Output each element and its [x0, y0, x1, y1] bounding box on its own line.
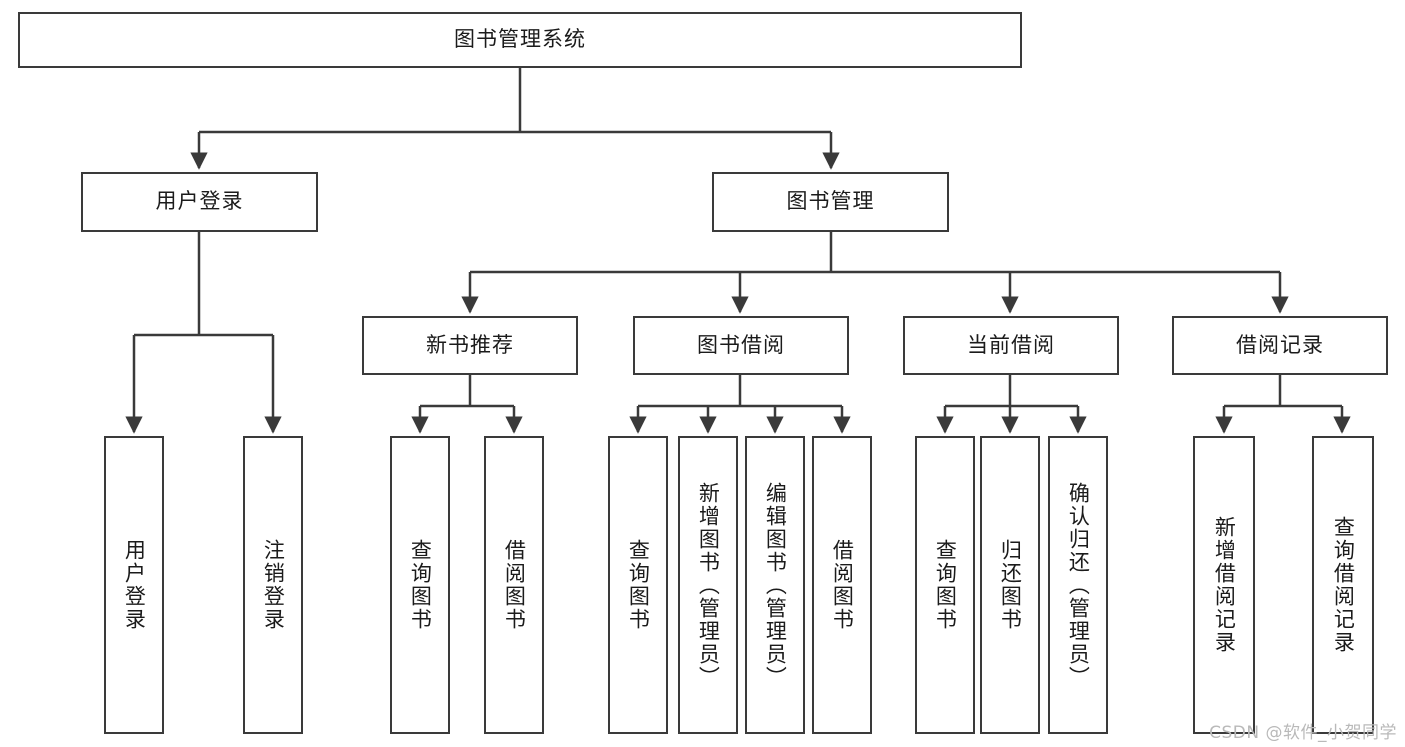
node-leaf-query-book-2[interactable]: 查询图书	[608, 436, 668, 734]
node-leaf-return-book[interactable]: 归还图书	[980, 436, 1040, 734]
node-book-manage[interactable]: 图书管理	[712, 172, 949, 232]
node-leaf-confirm-return-label: 确认归还（管理员）	[1066, 481, 1091, 689]
node-leaf-query-book-3-label: 查询图书	[933, 539, 958, 631]
node-leaf-add-book-label: 新增图书（管理员）	[696, 481, 721, 689]
node-current-borrow[interactable]: 当前借阅	[903, 316, 1119, 375]
node-leaf-query-record[interactable]: 查询借阅记录	[1312, 436, 1374, 734]
node-user-login-label: 用户登录	[155, 189, 244, 214]
node-leaf-return-book-label: 归还图书	[998, 539, 1023, 631]
node-leaf-borrow-book-2[interactable]: 借阅图书	[812, 436, 872, 734]
node-leaf-confirm-return[interactable]: 确认归还（管理员）	[1048, 436, 1108, 734]
node-leaf-edit-book-label: 编辑图书（管理员）	[763, 481, 788, 689]
node-leaf-logout-login-label: 注销登录	[261, 539, 286, 631]
node-book-borrow-label: 图书借阅	[697, 332, 785, 357]
node-book-manage-label: 图书管理	[786, 189, 875, 214]
node-leaf-add-book[interactable]: 新增图书（管理员）	[678, 436, 738, 734]
node-leaf-borrow-book-1[interactable]: 借阅图书	[484, 436, 544, 734]
node-user-login[interactable]: 用户登录	[81, 172, 318, 232]
node-current-borrow-label: 当前借阅	[967, 332, 1055, 357]
node-root[interactable]: 图书管理系统	[18, 12, 1022, 68]
node-leaf-user-login-label: 用户登录	[122, 539, 147, 631]
node-leaf-query-book-3[interactable]: 查询图书	[915, 436, 975, 734]
node-leaf-logout-login[interactable]: 注销登录	[243, 436, 303, 734]
node-leaf-borrow-book-2-label: 借阅图书	[830, 539, 855, 631]
node-new-book-recommend-label: 新书推荐	[426, 332, 514, 357]
node-leaf-edit-book[interactable]: 编辑图书（管理员）	[745, 436, 805, 734]
node-leaf-user-login[interactable]: 用户登录	[104, 436, 164, 734]
node-book-borrow[interactable]: 图书借阅	[633, 316, 849, 375]
node-leaf-query-book-2-label: 查询图书	[626, 539, 651, 631]
node-leaf-query-record-label: 查询借阅记录	[1331, 516, 1356, 654]
node-leaf-add-record[interactable]: 新增借阅记录	[1193, 436, 1255, 734]
node-borrow-record[interactable]: 借阅记录	[1172, 316, 1388, 375]
node-leaf-query-book-1[interactable]: 查询图书	[390, 436, 450, 734]
node-root-label: 图书管理系统	[454, 27, 586, 52]
node-borrow-record-label: 借阅记录	[1236, 332, 1324, 357]
node-new-book-recommend[interactable]: 新书推荐	[362, 316, 578, 375]
node-leaf-query-book-1-label: 查询图书	[408, 539, 433, 631]
node-leaf-borrow-book-1-label: 借阅图书	[502, 539, 527, 631]
node-leaf-add-record-label: 新增借阅记录	[1212, 516, 1237, 654]
